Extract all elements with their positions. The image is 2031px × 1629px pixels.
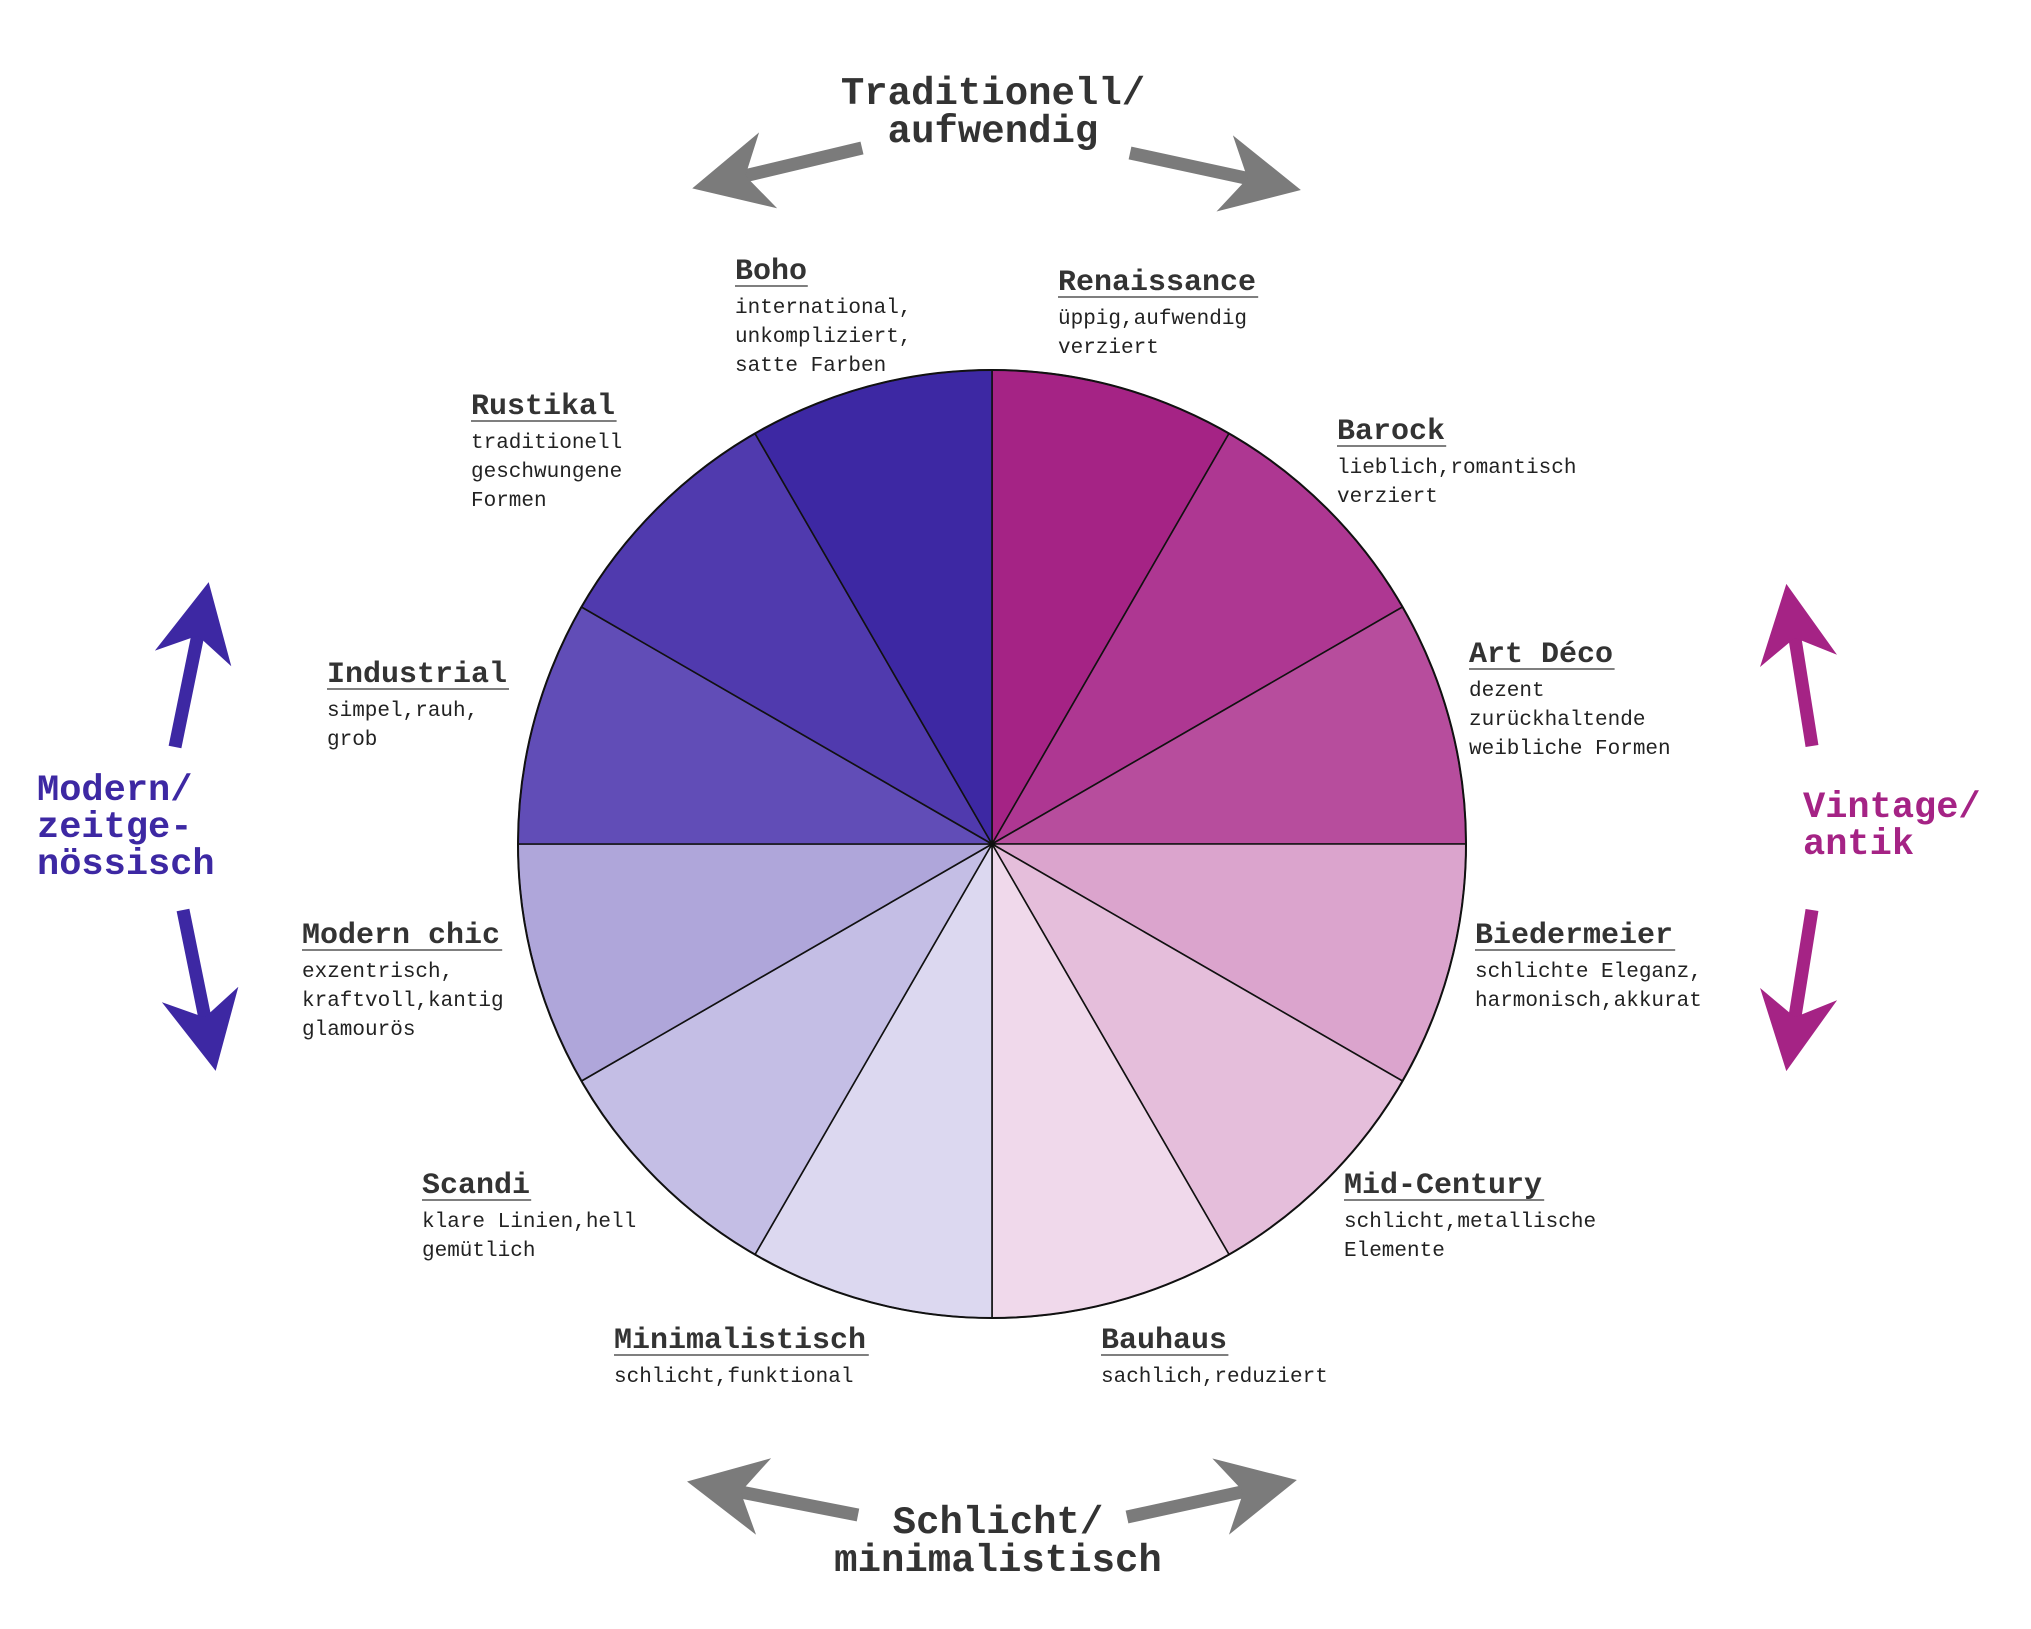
style-description: international,unkompliziert,satte Farben — [735, 297, 911, 378]
style-name: Art Déco — [1469, 638, 1613, 672]
arrow-modern-up — [154, 582, 232, 749]
style-description: schlichte Eleganz,harmonisch,akkurat — [1475, 961, 1702, 1013]
arrow-vintage-down — [1760, 908, 1838, 1072]
style-name: Renaissance — [1058, 266, 1256, 300]
style-name: Modern chic — [302, 919, 500, 953]
arrow-modern-down — [161, 908, 239, 1071]
style-name: Minimalistisch — [614, 1324, 866, 1358]
style-label-industrial: Industrial simpel,rauh,grob — [327, 658, 509, 752]
style-name: Boho — [735, 255, 807, 289]
arrow-top-right — [1128, 135, 1301, 212]
style-name: Barock — [1337, 415, 1445, 449]
wheel-outline — [517, 369, 1467, 1319]
style-description: simpel,rauh,grob — [327, 700, 478, 752]
style-label-boho: Boho international,unkompliziert,satte Fa… — [735, 255, 911, 378]
arrow-bottom-left — [687, 1458, 860, 1535]
style-name: Mid-Century — [1344, 1169, 1542, 1203]
axis-label-bottom: Schlicht/minimalistisch — [834, 1501, 1162, 1583]
axis-label-right: Vintage/antik — [1803, 787, 1981, 866]
style-wheel — [517, 369, 1467, 1319]
axis-label-left: Modern/zeitge-nössisch — [37, 770, 215, 886]
style-description: schlicht,funktional — [614, 1366, 853, 1389]
arrow-top-left — [692, 132, 864, 209]
arrow-vintage-up — [1760, 583, 1838, 748]
style-label-minimalistisch: Minimalistisch schlicht,funktional — [614, 1324, 869, 1389]
style-name: Bauhaus — [1101, 1324, 1227, 1358]
style-name: Industrial — [327, 658, 507, 692]
style-name: Biedermeier — [1475, 919, 1673, 953]
style-name: Rustikal — [471, 390, 615, 424]
style-label-biedermeier: Biedermeier schlichte Eleganz,harmonisch,… — [1475, 919, 1702, 1013]
style-label-bauhaus: Bauhaus sachlich,reduziert — [1101, 1324, 1328, 1389]
arrow-bottom-right — [1125, 1458, 1297, 1535]
style-description: sachlich,reduziert — [1101, 1366, 1328, 1389]
axis-label-top: Traditionell/aufwendig — [841, 72, 1145, 154]
style-name: Scandi — [422, 1169, 530, 1203]
